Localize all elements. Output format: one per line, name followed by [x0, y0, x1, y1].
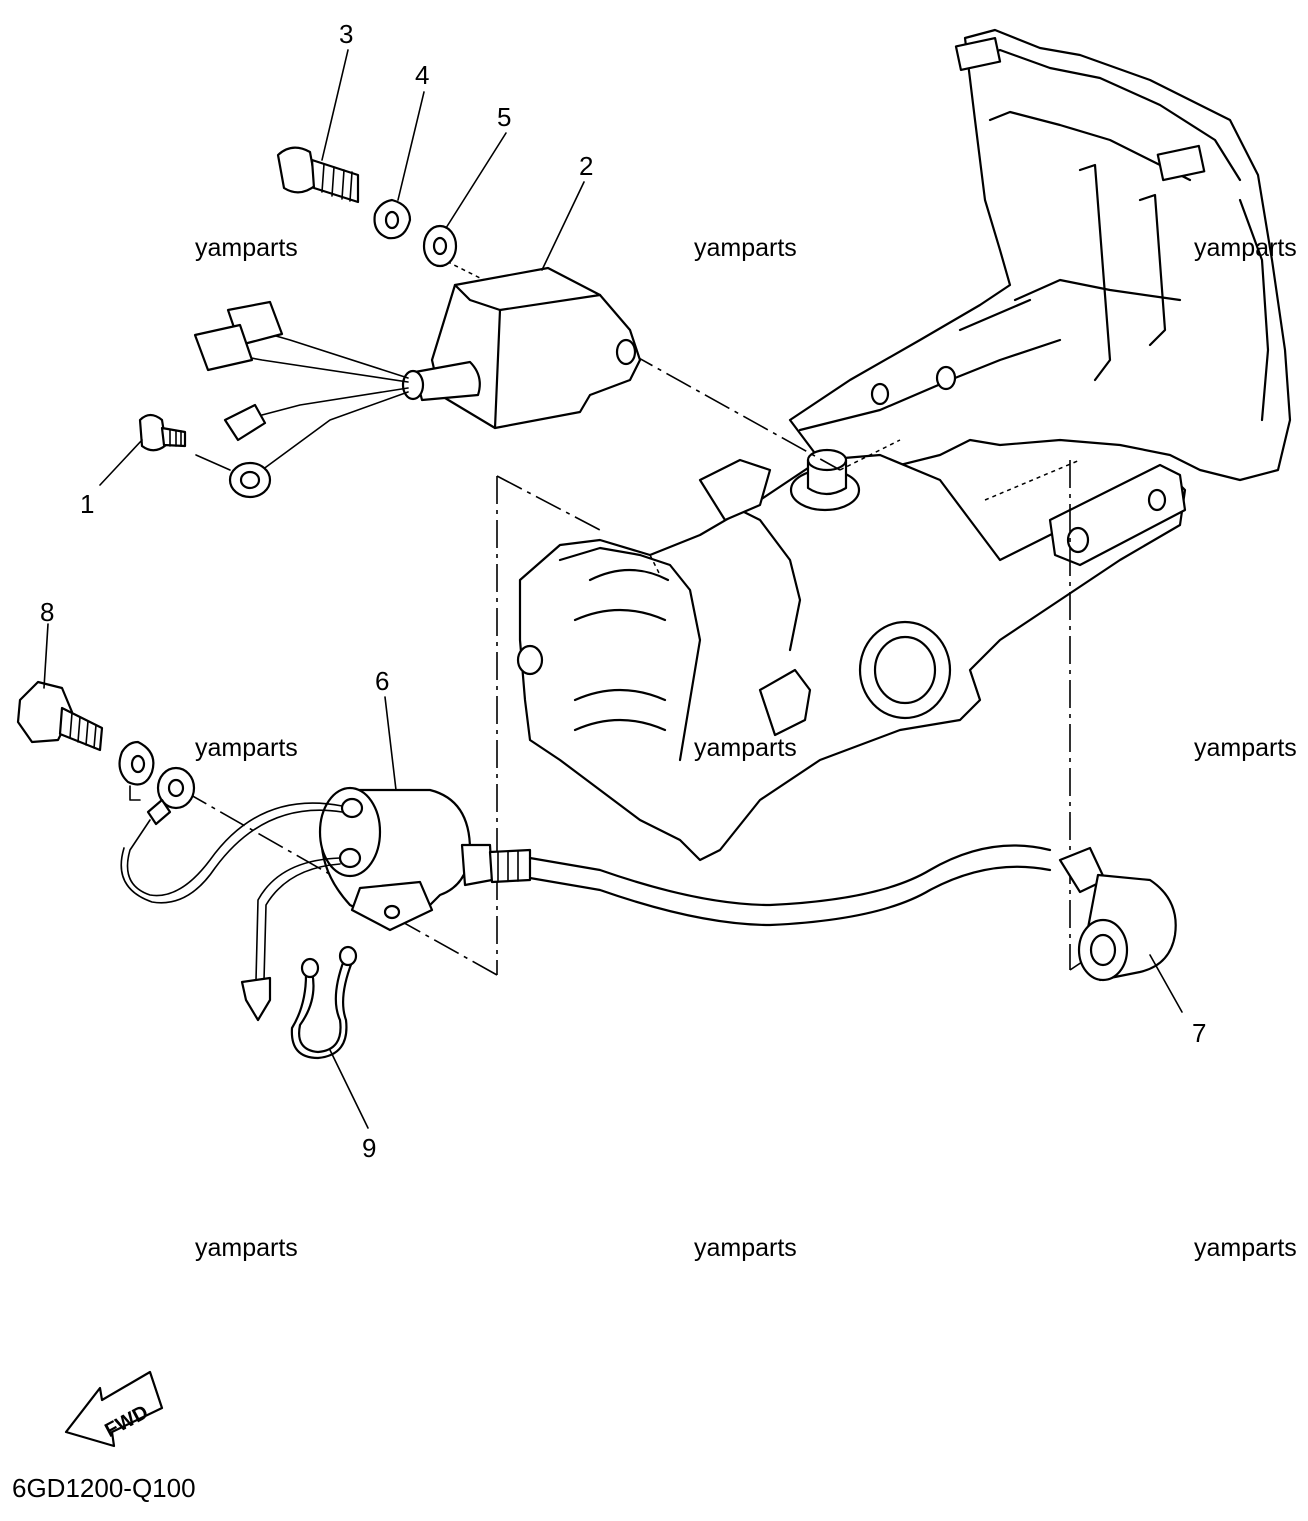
- part-7-plug-cap: [1058, 846, 1177, 982]
- watermarks: yamparts yamparts yamparts yamparts yamp…: [195, 234, 1297, 1262]
- part-1-screw: [138, 413, 187, 452]
- callout-7: 7: [1192, 1018, 1206, 1048]
- callout-numbers: 3 4 5 2 1 8 6 7 9: [40, 19, 1206, 1163]
- callout-2: 2: [579, 151, 593, 181]
- part-3-bolt: [276, 146, 360, 204]
- bracket-housing: [516, 28, 1292, 862]
- part-9-clamp: [290, 945, 358, 1060]
- assembly-lines: [181, 257, 1101, 976]
- part-5-washer: [422, 224, 458, 268]
- watermark: yamparts: [195, 734, 298, 762]
- part-2-cdi-unit: [193, 266, 642, 499]
- part-6-ignition-coil: [120, 766, 1052, 1022]
- callout-9: 9: [362, 1133, 376, 1163]
- callout-5: 5: [497, 102, 511, 132]
- callout-1: 1: [80, 489, 94, 519]
- callout-4: 4: [415, 60, 429, 90]
- fwd-arrow-icon: FWD: [64, 1370, 164, 1448]
- watermark: yamparts: [195, 234, 298, 262]
- part-8-bolt: [16, 680, 155, 801]
- watermark: yamparts: [1194, 734, 1297, 762]
- callout-8: 8: [40, 597, 54, 627]
- watermark: yamparts: [195, 1234, 298, 1262]
- watermark: yamparts: [694, 734, 797, 762]
- watermark: yamparts: [1194, 1234, 1297, 1262]
- callout-3: 3: [339, 19, 353, 49]
- callout-leaders: [43, 49, 1183, 1129]
- part-4-spring-washer: [373, 198, 412, 240]
- diagram-code: 6GD1200-Q100: [12, 1473, 196, 1503]
- callout-6: 6: [375, 666, 389, 696]
- watermark: yamparts: [1194, 234, 1297, 262]
- watermark: yamparts: [694, 1234, 797, 1262]
- watermark: yamparts: [694, 234, 797, 262]
